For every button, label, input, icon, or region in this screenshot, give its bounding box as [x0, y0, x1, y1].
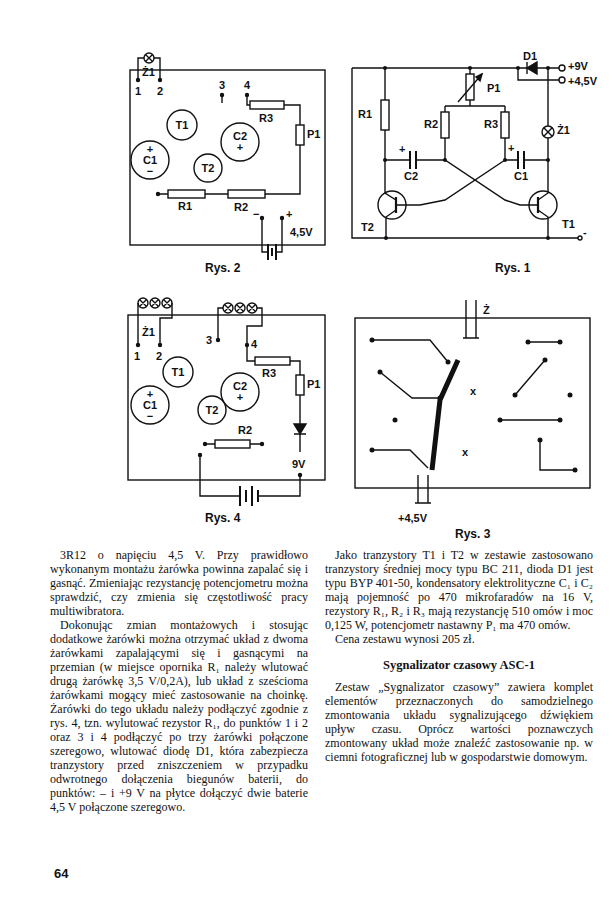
figure-caption: Rys. 1	[495, 262, 530, 275]
component-circle: T1	[162, 356, 194, 388]
diode-label: D1	[523, 50, 537, 63]
potentiometer-label: P1	[307, 128, 320, 141]
capacitor-label: C2	[404, 170, 418, 183]
pin-number: 3	[206, 334, 212, 347]
resistor-label: R2	[238, 424, 252, 437]
pad-mark: x	[470, 385, 476, 398]
component-circle: C2+	[220, 122, 260, 162]
figure-3-board	[355, 300, 590, 503]
circle-outline	[167, 110, 197, 140]
resistor-label: R3	[259, 112, 273, 125]
lamp-label: Ż1	[142, 66, 155, 79]
component-name: T2	[202, 163, 215, 174]
component-circle: C2+	[220, 372, 260, 412]
resistor-label: R1	[178, 200, 192, 213]
resistor-label: R3	[262, 367, 276, 380]
pad-mark: x	[462, 446, 468, 459]
component-name: +	[147, 389, 153, 400]
terminal-label: +9V	[568, 60, 588, 73]
pin-number: 1	[134, 350, 140, 363]
polarity-sign: +	[399, 143, 405, 156]
circle-outline	[221, 123, 259, 161]
component-name: C2	[233, 131, 247, 142]
potentiometer-label: P1	[307, 378, 320, 391]
component-name: +	[237, 142, 243, 153]
pin-number: 2	[157, 85, 163, 98]
figure-1-schematic	[352, 62, 582, 240]
figure-2-board	[130, 53, 325, 260]
text-column: 3R12 o napięciu 4,5 V. Przy prawidłowo w…	[50, 548, 308, 814]
circle-outline	[194, 154, 222, 182]
text-column: Jako tranzystory T1 i T2 w zestawie zast…	[325, 548, 593, 764]
component-name: T1	[176, 120, 189, 131]
polarity-sign: −	[253, 208, 259, 221]
resistor-label: R2	[424, 118, 438, 131]
voltage-label: 9V	[292, 458, 305, 471]
figure-3-pads	[370, 338, 578, 473]
polarity-sign: +	[508, 142, 514, 155]
polarity-sign: +	[286, 208, 292, 221]
figure-caption: Rys. 2	[205, 262, 240, 275]
component-name: −	[147, 411, 153, 422]
figure-4-board	[128, 298, 325, 506]
potentiometer-label: P1	[487, 82, 500, 95]
pin-number: 2	[156, 350, 162, 363]
resistor-label: R2	[234, 201, 248, 214]
component-name: C1	[143, 400, 157, 411]
circle-outline	[221, 373, 259, 411]
resistor-label: R1	[358, 108, 372, 121]
terminal-label: -	[583, 226, 587, 239]
terminal-label: +4,5V	[398, 512, 427, 525]
component-name: C1	[143, 155, 157, 166]
component-circle: +C1−	[130, 140, 170, 180]
transistor-label: T2	[361, 221, 374, 234]
component-name: T1	[172, 367, 185, 378]
figure-1-junctions	[383, 66, 550, 240]
figure-caption: Rys. 4	[205, 512, 240, 525]
component-name: −	[147, 166, 153, 177]
pin-number: 4	[251, 338, 257, 351]
body-paragraph: Dokonując zmian montażowych i stosując d…	[50, 618, 308, 814]
resistor-label: R3	[484, 118, 498, 131]
component-name: T2	[206, 405, 219, 416]
transistor-label: T1	[562, 218, 575, 231]
body-paragraph: Zestaw „Sygnalizator czasowy” zawiera ko…	[325, 680, 593, 764]
component-name: +	[147, 144, 153, 155]
pin-number: 3	[219, 79, 225, 92]
body-paragraph: Jako tranzystory T1 i T2 w zestawie zast…	[325, 548, 593, 632]
circle-outline	[198, 396, 226, 424]
component-circle: T1	[166, 109, 198, 141]
body-paragraph: Cena zestawu wynosi 205 zł.	[325, 632, 593, 646]
body-paragraph: 3R12 o napięciu 4,5 V. Przy prawidłowo w…	[50, 548, 308, 618]
component-name: +	[237, 392, 243, 403]
component-circle: +C1−	[130, 385, 170, 425]
component-circle: T2	[193, 153, 223, 183]
component-name: C2	[233, 381, 247, 392]
circle-outline	[131, 141, 169, 179]
lamp-label: Ż1	[557, 124, 570, 137]
circle-outline	[131, 386, 169, 424]
page-number: 64	[54, 866, 68, 881]
circle-outline	[163, 357, 193, 387]
terminal-label: +4,5V	[568, 75, 597, 88]
section-heading: Sygnalizator czasowy ASC-1	[325, 658, 593, 672]
figure-caption: Rys. 3	[455, 528, 490, 541]
lamp-label: Ż	[483, 304, 490, 317]
pin-number: 1	[135, 85, 141, 98]
pin-number: 4	[244, 79, 250, 92]
voltage-label: 4,5V	[290, 226, 313, 239]
capacitor-label: C1	[514, 170, 528, 183]
lamp-label: Ż1	[142, 326, 155, 339]
